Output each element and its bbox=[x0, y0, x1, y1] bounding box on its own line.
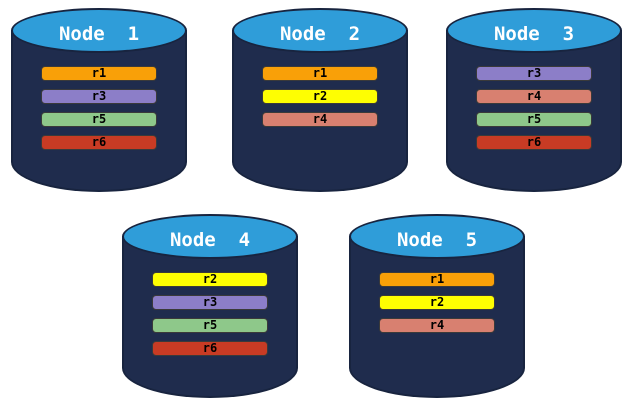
replica-bar: r5 bbox=[152, 318, 268, 333]
node-3-cylinder: Node 3 r3 r4 r5 r6 bbox=[446, 8, 622, 192]
replica-list: r3 r4 r5 r6 bbox=[476, 66, 592, 150]
replica-bar: r3 bbox=[41, 89, 157, 104]
cylinder-top: Node 1 bbox=[11, 8, 187, 53]
node-title: Node 3 bbox=[493, 22, 575, 45]
replica-bar: r3 bbox=[152, 295, 268, 310]
node-2-cylinder: Node 2 r1 r2 r4 bbox=[232, 8, 408, 192]
cylinder-top: Node 5 bbox=[349, 214, 525, 259]
replica-bar: r6 bbox=[476, 135, 592, 150]
replica-list: r1 r3 r5 r6 bbox=[41, 66, 157, 150]
replica-bar: r5 bbox=[41, 112, 157, 127]
replica-bar: r4 bbox=[262, 112, 378, 127]
cylinder-top: Node 3 bbox=[446, 8, 622, 53]
cylinder-top: Node 4 bbox=[122, 214, 298, 259]
replica-bar: r4 bbox=[476, 89, 592, 104]
replica-bar: r2 bbox=[379, 295, 495, 310]
cylinder-body bbox=[446, 30, 622, 192]
node-title: Node 5 bbox=[396, 228, 478, 251]
cylinder-body bbox=[11, 30, 187, 192]
replica-bar: r6 bbox=[152, 341, 268, 356]
node-title: Node 4 bbox=[169, 228, 251, 251]
cylinder-body bbox=[349, 236, 525, 398]
node-title: Node 1 bbox=[58, 22, 140, 45]
replica-bar: r3 bbox=[476, 66, 592, 81]
replica-bar: r1 bbox=[41, 66, 157, 81]
replica-bar: r4 bbox=[379, 318, 495, 333]
node-5-cylinder: Node 5 r1 r2 r4 bbox=[349, 214, 525, 398]
cylinder-body bbox=[122, 236, 298, 398]
cylinder-top: Node 2 bbox=[232, 8, 408, 53]
replica-bar: r6 bbox=[41, 135, 157, 150]
replica-bar: r1 bbox=[379, 272, 495, 287]
replica-bar: r1 bbox=[262, 66, 378, 81]
replica-list: r2 r3 r5 r6 bbox=[152, 272, 268, 356]
node-title: Node 2 bbox=[279, 22, 361, 45]
replica-bar: r2 bbox=[152, 272, 268, 287]
replica-bar: r5 bbox=[476, 112, 592, 127]
node-1-cylinder: Node 1 r1 r3 r5 r6 bbox=[11, 8, 187, 192]
replica-list: r1 r2 r4 bbox=[262, 66, 378, 127]
node-4-cylinder: Node 4 r2 r3 r5 r6 bbox=[122, 214, 298, 398]
cylinder-body bbox=[232, 30, 408, 192]
replica-list: r1 r2 r4 bbox=[379, 272, 495, 333]
replica-bar: r2 bbox=[262, 89, 378, 104]
